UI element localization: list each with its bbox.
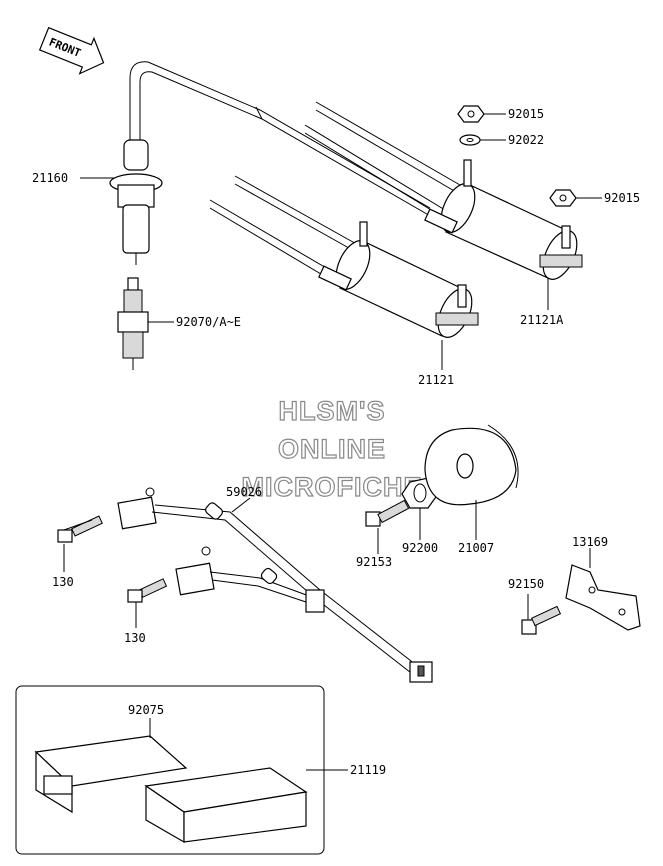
- bolt-92153: [365, 499, 410, 527]
- label-59026: 59026: [226, 485, 262, 499]
- wiring-harness: [117, 487, 433, 683]
- bracket-13169: [565, 564, 641, 631]
- label-92153: 92153: [356, 555, 392, 569]
- label-21121: 21121: [418, 373, 454, 387]
- coil-wires-upper: [209, 101, 461, 284]
- ignitor-unit-21119: [144, 767, 308, 844]
- spark-plug: [117, 277, 149, 370]
- nut-92015-right: [549, 189, 577, 207]
- label-92070: 92070/A~E: [176, 315, 241, 329]
- bolt-130-upper: [57, 515, 103, 543]
- leader-lines: [63, 113, 602, 771]
- label-13169: 13169: [572, 535, 608, 549]
- cover-92075: [34, 735, 188, 814]
- bolt-92150: [521, 605, 562, 635]
- front-arrow-icon: FRONT: [38, 26, 105, 75]
- label-92022: 92022: [508, 133, 544, 147]
- watermark-line-3: MICROFICHE: [242, 472, 423, 502]
- rotor-21007: [424, 424, 519, 506]
- nut-92015-top: [457, 105, 485, 123]
- label-92015-right: 92015: [604, 191, 640, 205]
- label-92150: 92150: [508, 577, 544, 591]
- label-92075: 92075: [128, 703, 164, 717]
- spark-plug-cap: [109, 139, 163, 265]
- watermark-line-1: HLSM'S: [279, 396, 386, 426]
- label-130-lower: 130: [124, 631, 146, 645]
- label-21160: 21160: [32, 171, 68, 185]
- label-21007: 21007: [458, 541, 494, 555]
- label-92015-top: 92015: [508, 107, 544, 121]
- label-21119: 21119: [350, 763, 386, 777]
- watermark-line-2: ONLINE: [278, 434, 386, 464]
- bolt-130-lower: [127, 578, 168, 603]
- ignition-coil-21121: [318, 221, 479, 338]
- label-21121a: 21121A: [520, 313, 564, 327]
- label-92200: 92200: [402, 541, 438, 555]
- label-130-upper: 130: [52, 575, 74, 589]
- plug-lead-tube: [129, 61, 433, 218]
- washer-92022: [459, 134, 481, 146]
